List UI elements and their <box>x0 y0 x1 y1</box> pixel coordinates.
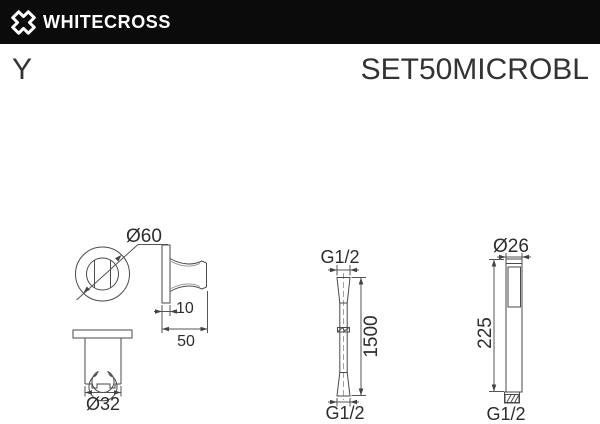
whitecross-x-icon <box>10 9 37 36</box>
spray-face-nozzles <box>507 266 521 308</box>
holder-front-view: Ø60 <box>75 226 168 302</box>
dim-label-holder-diameter: Ø60 <box>126 226 162 247</box>
brand-header: WHITECROSS <box>0 0 600 44</box>
dim-label-hose-top-thread: G1/2 <box>320 247 359 267</box>
dim-label-plate-thickness: 10 <box>176 300 194 317</box>
model-number: SET50MICROBL <box>360 53 589 86</box>
dim-label-hose-bottom-thread: G1/2 <box>325 403 364 423</box>
dim-label-handshower-length: 225 <box>475 317 496 349</box>
holder-bottom-view: Ø32 <box>72 329 133 414</box>
dim-label-hose-length: 1500 <box>361 315 382 357</box>
dim-label-clip-diameter: Ø32 <box>86 394 120 414</box>
brand-name: WHITECROSS <box>43 11 172 32</box>
series-label: Y <box>12 53 33 86</box>
dim-label-handshower-thread: G1/2 <box>486 404 525 424</box>
dim-label-holder-depth: 50 <box>177 333 195 350</box>
holder-side-view: 10 50 <box>154 244 208 350</box>
shower-hose-drawing: G1/2 G1/2 1500 <box>320 247 382 423</box>
hand-shower-drawing: Ø26 G1/2 225 <box>475 236 531 424</box>
dim-label-handshower-diameter: Ø26 <box>493 236 529 257</box>
